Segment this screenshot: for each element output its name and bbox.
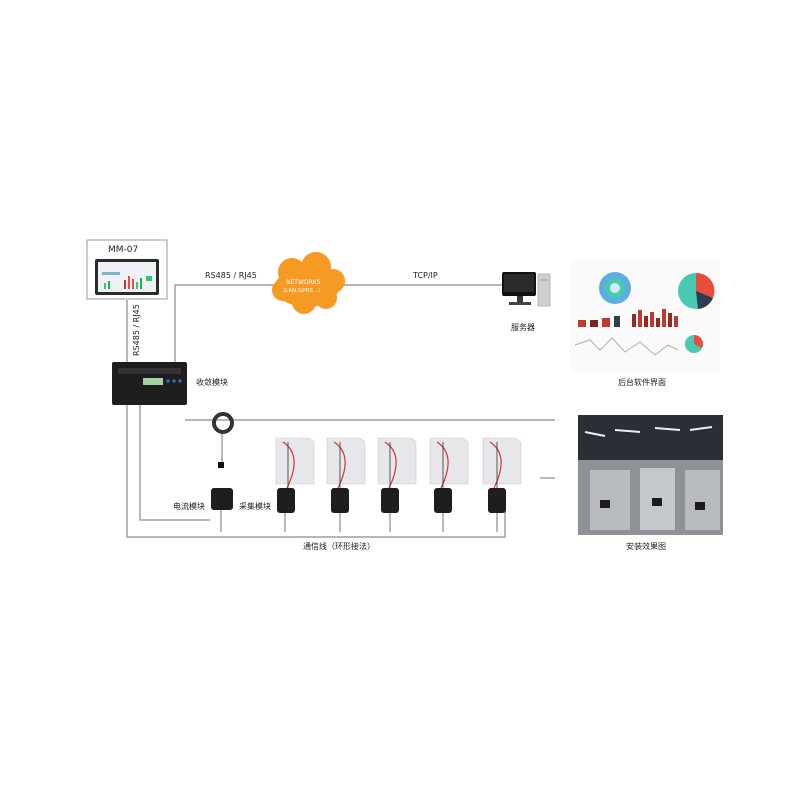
battery-bank bbox=[275, 437, 522, 513]
battery-unit bbox=[482, 437, 522, 513]
backend-label: 后台软件界面 bbox=[618, 378, 666, 387]
battery-unit bbox=[326, 437, 366, 513]
network-cloud bbox=[272, 252, 345, 314]
collector-device bbox=[112, 362, 187, 405]
network-cloud-title: NETWORKS bbox=[286, 279, 321, 286]
install-effect-label: 安装效果图 bbox=[626, 542, 666, 551]
installation-photo bbox=[578, 415, 723, 535]
battery-unit bbox=[275, 437, 315, 513]
battery-unit bbox=[429, 437, 469, 513]
battery-unit bbox=[377, 437, 417, 513]
backend-software-screenshot bbox=[570, 260, 720, 372]
rs485-link-label: RS485 / RJ45 bbox=[205, 271, 257, 280]
tcp-ip-label: TCP/IP bbox=[413, 271, 438, 280]
monitor-model-label: MM-07 bbox=[108, 245, 139, 255]
rs485-vertical-link-label: RS485 / RJ45 bbox=[132, 304, 141, 356]
server-computer bbox=[502, 272, 551, 307]
acquisition-module-label: 采集模块 bbox=[239, 502, 271, 511]
connection-lines bbox=[126, 284, 555, 538]
server-label: 服务器 bbox=[511, 323, 535, 332]
network-cloud-subtitle: (LAN,GPRS...) bbox=[283, 288, 321, 294]
current-module-label: 电流模块 bbox=[173, 502, 205, 511]
current-sensor-clamp bbox=[211, 412, 234, 510]
comm-line-label: 通信线（环形接法） bbox=[303, 542, 375, 551]
collector-label: 收敛模块 bbox=[196, 378, 228, 387]
mm07-monitor bbox=[86, 239, 168, 300]
